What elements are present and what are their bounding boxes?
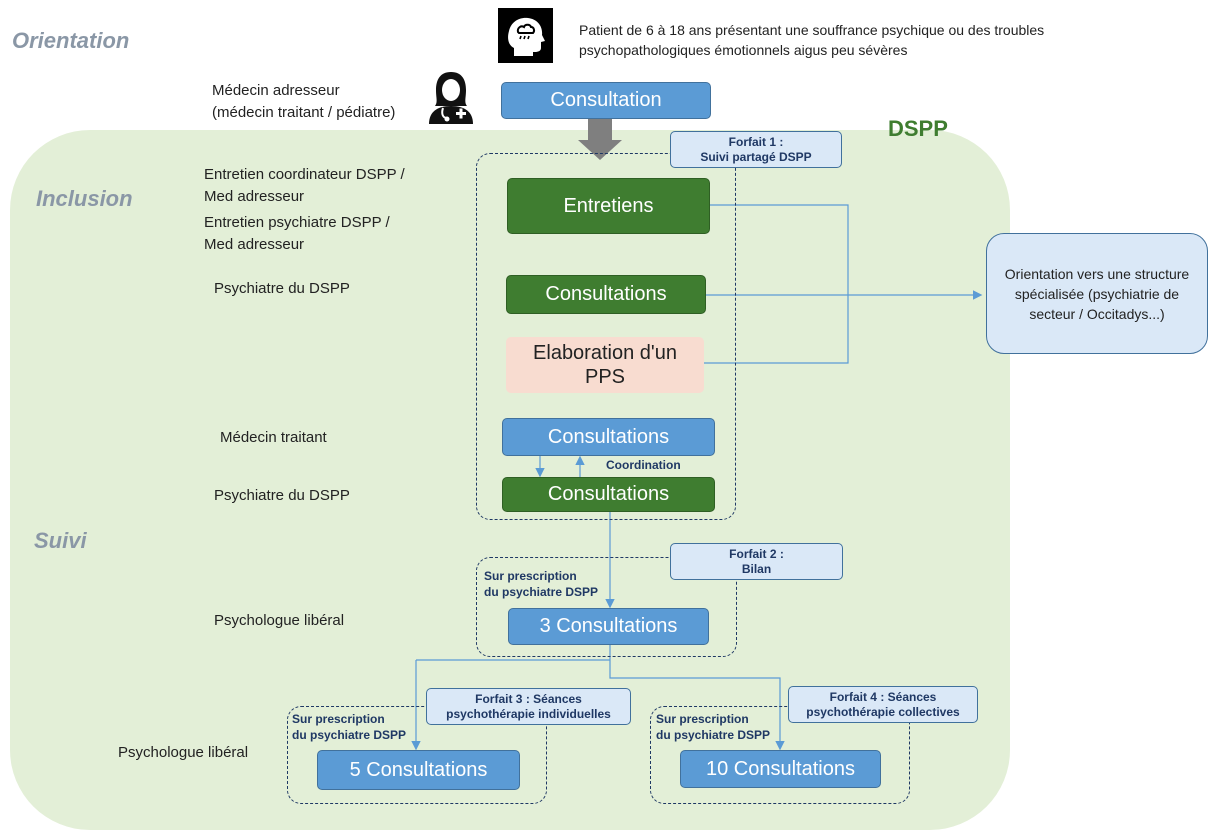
section-suivi: Suivi [34, 528, 87, 553]
forfait4-region [650, 706, 910, 804]
coordination-label: Coordination [606, 458, 681, 472]
dspp-label: DSPP [888, 116, 948, 141]
label-psychiatre-dspp-1: Psychiatre du DSPP [214, 280, 350, 297]
forfait2-label: Forfait 2 : Bilan [670, 543, 843, 580]
head-with-cloud-icon [498, 8, 553, 63]
consultations-psychiatre-suivi-box: Consultations [502, 477, 715, 512]
forfait3-label: Forfait 3 : Séances psychothérapie indiv… [426, 688, 631, 725]
connector-lines [411, 118, 983, 751]
forfait1-region [476, 153, 736, 520]
ten-consultations-box: 10 Consultations [680, 750, 881, 788]
consultation-box: Consultation [501, 82, 711, 119]
label-entretien-coordinateur: Entretien coordinateur DSPP / Med adress… [204, 166, 405, 205]
label-medecin-traitant: Médecin traitant [220, 429, 327, 446]
label-medecin-adresseur: Médecin adresseur (médecin traitant / pé… [212, 82, 396, 121]
female-doctor-icon [425, 68, 477, 124]
entretiens-box: Entretiens [507, 178, 710, 234]
prescription-label-bilan: Sur prescription du psychiatre DSPP [484, 569, 599, 599]
label-psychologue-liberal-2: Psychologue libéral [118, 744, 249, 761]
patient-description: Patient de 6 à 18 ans présentant une sou… [579, 22, 1045, 58]
elaboration-pps-box: Elaboration d'un PPS [506, 337, 704, 393]
consultations-psychiatre-box: Consultations [506, 275, 706, 314]
label-entretien-psychiatre: Entretien psychiatre DSPP / Med adresseu… [204, 214, 390, 253]
orientation-structure-box: Orientation vers une structure spécialis… [986, 233, 1208, 354]
prescription-label-collective: Sur prescription du psychiatre DSPP [656, 712, 771, 742]
five-consultations-box: 5 Consultations [317, 750, 520, 790]
three-consultations-box: 3 Consultations [508, 608, 709, 645]
section-inclusion: Inclusion [36, 186, 133, 211]
forfait4-label: Forfait 4 : Séances psychothérapie colle… [788, 686, 978, 723]
consultations-medecin-traitant-box: Consultations [502, 418, 715, 456]
label-psychologue-liberal-1: Psychologue libéral [214, 612, 345, 629]
forfait2-region [476, 557, 737, 657]
forfait1-label: Forfait 1 : Suivi partagé DSPP [670, 131, 842, 168]
forfait3-region [287, 706, 547, 804]
prescription-label-individuelle: Sur prescription du psychiatre DSPP [292, 712, 407, 742]
label-psychiatre-dspp-2: Psychiatre du DSPP [214, 487, 350, 504]
section-orientation: Orientation [12, 28, 130, 53]
